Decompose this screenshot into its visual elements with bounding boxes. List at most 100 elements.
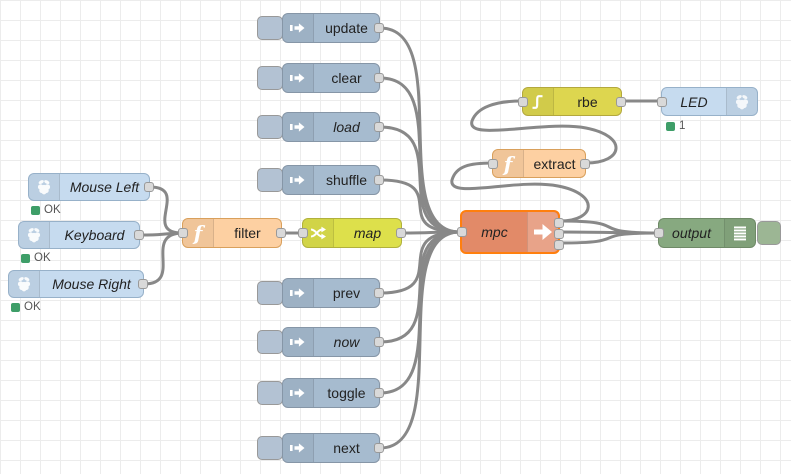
node-label: Mouse Left — [69, 179, 140, 195]
input-port[interactable] — [518, 96, 528, 107]
output-port[interactable] — [276, 228, 286, 238]
inject-icon — [283, 166, 314, 194]
output-port[interactable] — [374, 443, 384, 453]
node-label: load — [333, 119, 360, 135]
output-port[interactable] — [374, 73, 384, 83]
status-dot-icon — [21, 253, 30, 263]
output-port[interactable] — [374, 337, 384, 347]
inject-icon — [283, 279, 314, 307]
wire[interactable] — [558, 231, 660, 245]
node-next[interactable]: next — [282, 433, 384, 463]
node-filter[interactable]: f filter — [178, 218, 286, 248]
wire[interactable] — [470, 99, 618, 165]
inject-trigger-button[interactable] — [257, 168, 283, 192]
wire[interactable] — [378, 76, 462, 234]
node-label: Mouse Right — [52, 276, 131, 292]
inject-trigger-button[interactable] — [257, 16, 283, 40]
node-label: map — [353, 225, 382, 241]
wire[interactable] — [450, 161, 590, 223]
input-port[interactable] — [657, 96, 667, 107]
wire[interactable] — [378, 230, 462, 450]
node-prev[interactable]: prev — [282, 278, 384, 308]
status-dot-icon — [11, 302, 20, 312]
wire[interactable] — [378, 125, 462, 234]
inject-trigger-button[interactable] — [257, 381, 283, 405]
wire[interactable] — [378, 230, 462, 295]
node-label: next — [333, 440, 360, 456]
node-rbe[interactable]: rbe — [518, 87, 626, 116]
node-label: clear — [331, 70, 362, 86]
output-port[interactable] — [396, 228, 406, 238]
inject-trigger-button[interactable] — [257, 281, 283, 305]
input-port[interactable] — [488, 158, 498, 169]
output-port-2[interactable] — [554, 229, 564, 239]
inject-icon — [283, 379, 314, 407]
output-port-1[interactable] — [554, 218, 564, 228]
inject-trigger-button[interactable] — [257, 330, 283, 354]
output-port[interactable] — [134, 230, 144, 240]
debug-toggle-button[interactable] — [757, 221, 781, 245]
node-label: update — [325, 20, 368, 36]
inject-icon — [283, 434, 314, 462]
input-port[interactable] — [457, 227, 467, 237]
function-icon: f — [183, 219, 214, 247]
node-toggle[interactable]: toggle — [282, 378, 384, 408]
input-port[interactable] — [178, 228, 188, 238]
input-port[interactable] — [654, 228, 664, 238]
output-port-3[interactable] — [554, 240, 564, 250]
output-port[interactable] — [374, 122, 384, 132]
node-extract[interactable]: f extract — [488, 149, 590, 178]
status-text: OK — [44, 204, 61, 216]
wire[interactable] — [378, 178, 462, 234]
output-port[interactable] — [616, 96, 626, 107]
shuffle-icon — [303, 219, 334, 247]
node-label: filter — [234, 225, 261, 241]
arrow-right-icon — [527, 212, 558, 252]
node-keyboard[interactable]: Keyboard — [18, 221, 144, 249]
inject-trigger-button[interactable] — [257, 66, 283, 90]
node-status: OK — [31, 204, 61, 216]
node-label: now — [333, 334, 360, 350]
wire[interactable] — [148, 185, 184, 235]
debug-list-icon — [724, 219, 755, 247]
inject-icon — [283, 64, 314, 92]
output-port[interactable] — [138, 279, 148, 289]
node-label: shuffle — [326, 172, 367, 188]
output-port[interactable] — [144, 182, 154, 192]
node-status: OK — [21, 252, 51, 264]
status-text: OK — [24, 301, 41, 313]
output-port[interactable] — [374, 23, 384, 33]
node-clear[interactable]: clear — [282, 63, 384, 93]
input-port[interactable] — [298, 228, 308, 238]
wire[interactable] — [142, 231, 184, 286]
output-port[interactable] — [580, 158, 590, 169]
node-shuffle[interactable]: shuffle — [282, 165, 384, 195]
output-port[interactable] — [374, 288, 384, 298]
inject-trigger-button[interactable] — [257, 436, 283, 460]
function-icon: f — [493, 150, 524, 177]
node-mouse-left[interactable]: Mouse Left — [28, 173, 154, 201]
node-load[interactable]: load — [282, 112, 384, 142]
status-dot-icon — [31, 205, 40, 215]
node-label: output — [672, 225, 711, 241]
node-mpc[interactable]: mpc — [457, 210, 564, 254]
node-status: OK — [11, 301, 41, 313]
inject-icon — [283, 113, 314, 141]
node-label: LED — [680, 93, 708, 110]
node-output[interactable]: output — [654, 218, 756, 248]
node-map[interactable]: map — [298, 218, 406, 248]
node-label: rbe — [577, 93, 598, 110]
output-port[interactable] — [374, 175, 384, 185]
inject-trigger-button[interactable] — [257, 115, 283, 139]
node-led[interactable]: LED — [657, 87, 758, 116]
output-port[interactable] — [374, 388, 384, 398]
node-mouse-right[interactable]: Mouse Right — [8, 270, 148, 298]
raspberry-pi-icon — [29, 174, 60, 200]
raspberry-pi-icon — [9, 271, 40, 297]
status-text: OK — [34, 252, 51, 264]
node-label: toggle — [327, 385, 366, 401]
node-now[interactable]: now — [282, 327, 384, 357]
node-update[interactable]: update — [282, 13, 384, 43]
